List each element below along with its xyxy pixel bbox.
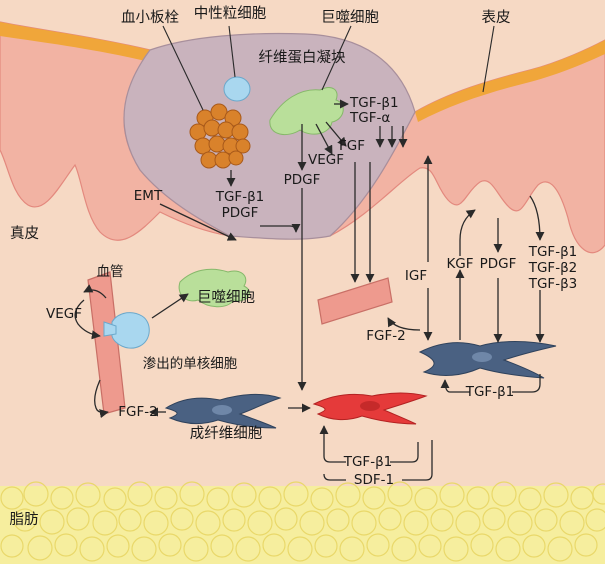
signal-arrows xyxy=(74,99,545,481)
factor-kgf: KGF xyxy=(446,256,473,272)
factor-fgf2-right: FGF-2 xyxy=(366,328,405,344)
fibrin-clot xyxy=(123,32,416,240)
label-epidermis: 表皮 xyxy=(482,9,511,26)
label-fibroblast: 成纤维细胞 xyxy=(190,425,263,442)
factor-tgfb2-right: TGF-β2 xyxy=(528,260,578,276)
label-platelet: 血小板栓 xyxy=(121,8,179,26)
factor-igf: IGF xyxy=(405,268,427,284)
factor-pdgf-platelet: PDGF xyxy=(222,205,259,221)
blood-vessel-right xyxy=(317,277,393,325)
factor-fgf2-left: FGF-2 xyxy=(118,404,157,420)
label-fibrin-clot: 纤维蛋白凝块 xyxy=(259,49,346,66)
label-macrophage-top: 巨噬细胞 xyxy=(321,9,379,26)
macrophage-cell-mid xyxy=(178,268,250,308)
label-monocyte: 渗出的单核细胞 xyxy=(143,356,238,372)
macrophage-cell-top xyxy=(269,87,344,136)
monocyte-cell xyxy=(103,312,150,349)
fibroblast-cell-left xyxy=(164,393,282,429)
factor-tgfb1-fibro-right: TGF-β1 xyxy=(465,384,515,400)
myofibroblast-cell xyxy=(312,392,428,425)
factor-sdf1: SDF-1 xyxy=(354,472,394,488)
label-emt: EMT xyxy=(134,188,163,204)
factor-tgfa: TGF-α xyxy=(349,110,390,126)
factor-fgf-clot: FGF xyxy=(339,138,365,154)
factor-tgfb1-platelet: TGF-β1 xyxy=(215,189,265,205)
label-fat: 脂肪 xyxy=(10,511,39,528)
leader-lines xyxy=(162,25,495,111)
factor-tgfb3-right: TGF-β3 xyxy=(528,276,578,292)
factor-pdgf-clot: PDGF xyxy=(284,172,321,188)
factor-vegf-clot: VEGF xyxy=(308,152,344,168)
blood-vessel-left xyxy=(87,271,126,415)
factor-pdgf-right: PDGF xyxy=(480,256,517,272)
factor-vegf-left: VEGF xyxy=(46,306,82,322)
label-neutrophil: 中性粒细胞 xyxy=(194,5,267,22)
epidermis-right xyxy=(329,39,605,254)
factor-labels: TGF-β1 TGF-α FGF VEGF PDGF TGF-β1 PDGF I… xyxy=(46,95,577,488)
platelet-plug xyxy=(189,103,251,169)
factor-tgfb1-top: TGF-β1 xyxy=(349,95,399,111)
label-blood-vessel: 血管 xyxy=(97,264,124,280)
fibroblast-cell-right xyxy=(418,341,557,379)
label-dermis: 真皮 xyxy=(10,224,39,242)
label-macrophage-mid: 巨噬细胞 xyxy=(197,289,255,306)
neutrophil-cell xyxy=(223,76,251,102)
factor-tgfb1-bottom: TGF-β1 xyxy=(343,454,393,470)
factor-tgfb1-right: TGF-β1 xyxy=(528,244,578,260)
diagram-labels: 血小板栓 中性粒细胞 巨噬细胞 表皮 纤维蛋白凝块 真皮 EMT 血管 巨噬细胞… xyxy=(10,5,511,528)
fat-layer xyxy=(0,481,605,564)
